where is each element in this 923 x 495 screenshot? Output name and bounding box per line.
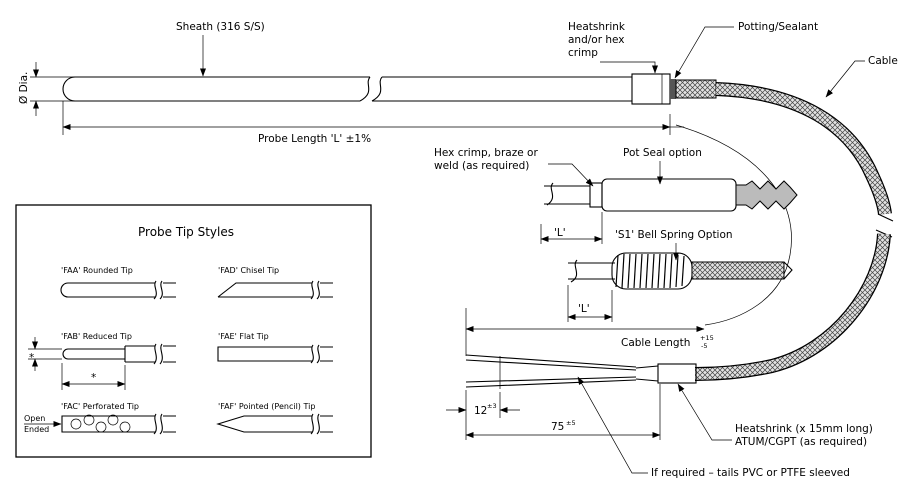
tails-75: 75 bbox=[551, 421, 564, 433]
bell-spring-cable bbox=[691, 261, 785, 280]
tail-transition bbox=[635, 365, 659, 382]
bell-spring-option: 'S1' Bell Spring Option 'L' bbox=[567, 229, 793, 322]
sheath-label: Sheath (316 S/S) bbox=[176, 21, 265, 33]
fab-star-2: * bbox=[91, 372, 96, 384]
hex-crimp-label-line1: Hex crimp, braze or bbox=[434, 147, 538, 159]
pot-seal-cable bbox=[735, 180, 798, 210]
hex-crimp-label-line2: weld (as required) bbox=[434, 160, 529, 172]
pot-seal-option: Hex crimp, braze or weld (as required) P… bbox=[434, 147, 798, 244]
heatshrink-label-line1: Heatshrink bbox=[568, 21, 626, 33]
fac-tip bbox=[61, 415, 155, 433]
dia-dimension: Ø Dia. bbox=[18, 62, 75, 116]
fad-tip bbox=[217, 282, 312, 298]
open-ended-line1: Open bbox=[24, 414, 45, 423]
l-mark-2: 'L' bbox=[578, 303, 590, 315]
cable-length-label: Cable Length bbox=[621, 337, 690, 349]
main-probe bbox=[62, 73, 894, 389]
probe-length-label: Probe Length 'L' ±1% bbox=[258, 133, 371, 145]
tails-75-tol: ±5 bbox=[566, 419, 576, 427]
cable-start bbox=[675, 79, 717, 99]
open-ended-line2: Ended bbox=[24, 425, 49, 434]
cable-label: Cable bbox=[868, 55, 898, 67]
tails-12: 12 bbox=[474, 405, 487, 417]
dia-label: Ø Dia. bbox=[18, 72, 30, 104]
fad-label: 'FAD' Chisel Tip bbox=[218, 266, 279, 275]
tails-note: If required – tails PVC or PTFE sleeved bbox=[651, 467, 850, 479]
faa-tip bbox=[60, 282, 155, 298]
heatshrink-label-line3: crimp bbox=[568, 47, 598, 59]
cable-break-1 bbox=[877, 213, 894, 222]
fab-label: 'FAB' Reduced Tip bbox=[61, 332, 132, 341]
faf-label: 'FAF' Pointed (Pencil) Tip bbox=[218, 402, 315, 411]
heatshrink-note-line2: ATUM/CGPT (as required) bbox=[735, 436, 867, 448]
heatshrink-note-line1: Heatshrink (x 15mm long) bbox=[735, 423, 873, 435]
sheath-left bbox=[62, 76, 370, 102]
pot-seal-label: Pot Seal option bbox=[623, 147, 702, 159]
heatshrink-body bbox=[631, 73, 671, 105]
tails-12-tol: ±3 bbox=[487, 402, 497, 410]
probe-length-dimension: Probe Length 'L' ±1% bbox=[62, 101, 684, 145]
fab-tip bbox=[62, 345, 155, 363]
tail-wire-2 bbox=[465, 376, 637, 388]
sheath-right bbox=[372, 76, 632, 102]
bell-spring-label: 'S1' Bell Spring Option bbox=[615, 229, 733, 241]
l-mark-1: 'L' bbox=[554, 227, 566, 239]
tail-dimensions: 12 ±3 75 ±5 bbox=[446, 384, 661, 440]
faa-label: 'FAA' Rounded Tip bbox=[61, 266, 133, 275]
faf-tip bbox=[216, 415, 312, 433]
potting-label: Potting/Sealant bbox=[738, 21, 818, 33]
fab-star-1: * bbox=[29, 352, 34, 364]
cable-length-guide-arc bbox=[675, 124, 792, 326]
break-mark-1 bbox=[359, 76, 371, 102]
pot-seal-body bbox=[601, 178, 737, 212]
cable-length-dimension: Cable Length +15 -5 bbox=[465, 308, 714, 356]
tail-wire-1 bbox=[465, 354, 637, 371]
tip-styles-frame bbox=[15, 204, 372, 458]
tip-styles-title: Probe Tip Styles bbox=[138, 225, 234, 239]
cable-loop-lower bbox=[694, 233, 890, 380]
fac-label: 'FAC' Perforated Tip bbox=[61, 402, 139, 411]
break-mark-2 bbox=[371, 76, 383, 102]
end-heatshrink bbox=[657, 363, 697, 384]
top-callouts: Sheath (316 S/S) Heatshrink and/or hex c… bbox=[176, 21, 898, 98]
fae-tip bbox=[217, 346, 312, 362]
cable-tol-plus: +15 bbox=[700, 334, 714, 342]
cable-loop-upper bbox=[715, 83, 891, 215]
fae-label: 'FAE' Flat Tip bbox=[218, 332, 269, 341]
heatshrink-label-line2: and/or hex bbox=[568, 34, 625, 46]
cable-tol-minus: -5 bbox=[701, 342, 707, 350]
bottom-notes: Heatshrink (x 15mm long) ATUM/CGPT (as r… bbox=[577, 376, 873, 479]
potting-seal bbox=[670, 79, 676, 99]
tip-styles-panel: Probe Tip Styles 'FAA' Rounded Tip 'FAD'… bbox=[15, 204, 372, 458]
